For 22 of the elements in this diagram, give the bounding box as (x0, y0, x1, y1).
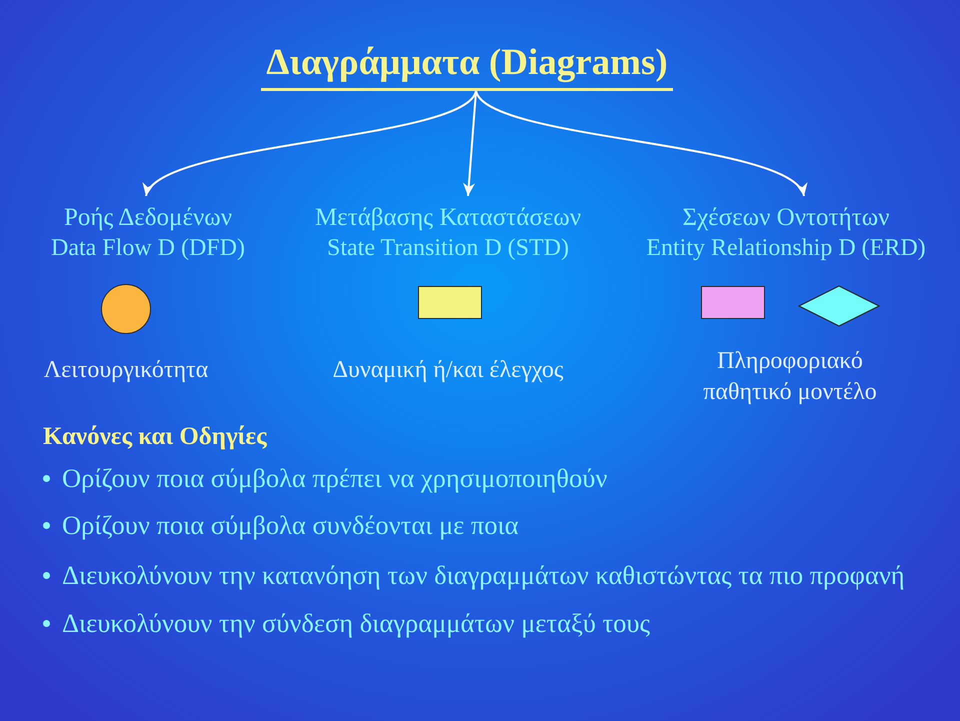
diagram-type-title: Μετάβασης Καταστάσεων (314, 203, 582, 233)
diagram-type-subtitle: State Transition D (STD) (326, 234, 569, 263)
symbol-description: Δυναμική ή/και έλεγχος (332, 356, 564, 385)
symbol-description: Πληροφοριακό παθητικό μοντέλο (702, 347, 878, 407)
diagram-type-title: Ροής Δεδομένων (64, 203, 232, 233)
symbol-description: Λειτουργικότητα (42, 356, 210, 385)
arrow (463, 90, 477, 196)
bullet-point-text: Διευκολύνουν την σύνδεση διαγραμμάτων μεταξύ τους (62, 608, 650, 638)
diagram-title: Διαγράμματα (Diagrams) (261, 42, 673, 91)
diamond-symbol (799, 286, 879, 326)
bullet-point-text: Διευκολύνουν την κατανόηση των διαγραμμάτων καθιστώντας τα πιο προφανή (62, 560, 905, 590)
diagram-type-title: Σχέσεων Οντοτήτων (682, 203, 890, 233)
bullet-point-text: Ορίζουν ποια σύμβολα πρέπει να χρησιμοποιηθούν (62, 463, 608, 493)
circle-symbol (101, 284, 151, 334)
rectangle-symbol (418, 286, 482, 319)
arrow (145, 90, 477, 197)
bullet-point-text: Ορίζουν ποια σύμβολα συνδέονται με ποια (62, 510, 519, 540)
diagram-type-subtitle: Entity Relationship D (ERD) (646, 234, 926, 263)
section-heading: Κανόνες και Οδηγίες (43, 422, 267, 452)
arrow (475, 90, 805, 197)
diagram-type-subtitle: Data Flow D (DFD) (51, 234, 245, 263)
rectangle-symbol (701, 286, 765, 319)
